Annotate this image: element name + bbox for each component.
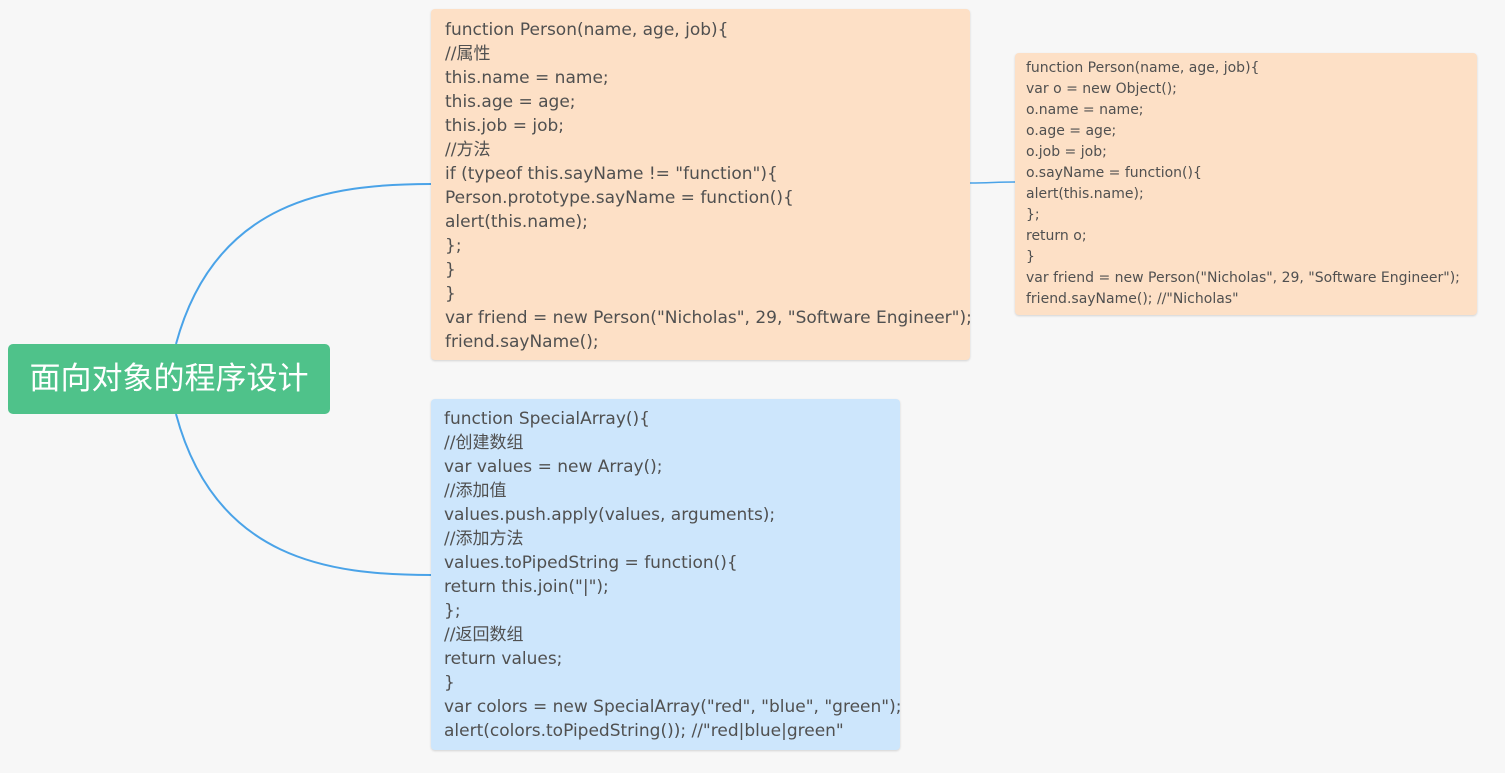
code-node-special-array[interactable]: function SpecialArray(){ //创建数组 var valu… bbox=[431, 399, 900, 750]
root-topic[interactable]: 面向对象的程序设计 bbox=[8, 344, 330, 414]
code-line: var friend = new Person("Nicholas", 29, … bbox=[445, 308, 970, 328]
code-line: //添加方法 bbox=[444, 529, 524, 549]
code-line: } bbox=[444, 673, 455, 693]
code-line: friend.sayName(); bbox=[445, 332, 599, 352]
code-line: return values; bbox=[444, 649, 563, 669]
code-line: alert(this.name); bbox=[1026, 186, 1144, 202]
connector-node-a-to-node-b bbox=[969, 181, 1016, 184]
code-line: this.name = name; bbox=[445, 68, 609, 88]
code-line: var colors = new SpecialArray("red", "bl… bbox=[444, 697, 900, 717]
code-line: function SpecialArray(){ bbox=[444, 409, 650, 429]
code-line: friend.sayName(); //"Nicholas" bbox=[1026, 291, 1239, 307]
code-line: function Person(name, age, job){ bbox=[1026, 60, 1260, 76]
code-line: //返回数组 bbox=[444, 625, 524, 645]
code-line: o.name = name; bbox=[1026, 102, 1144, 118]
code-line: alert(this.name); bbox=[445, 212, 588, 232]
code-line: //创建数组 bbox=[444, 433, 524, 453]
code-line: alert(colors.toPipedString()); //"red|bl… bbox=[444, 721, 844, 741]
code-line: return this.join("|"); bbox=[444, 577, 609, 597]
code-line: this.age = age; bbox=[445, 92, 576, 112]
code-line: o.sayName = function(){ bbox=[1026, 165, 1202, 181]
code-line: }; bbox=[444, 601, 461, 621]
code-node-parasitic-constructor[interactable]: function Person(name, age, job){ var o =… bbox=[1015, 53, 1477, 315]
code-line: var friend = new Person("Nicholas", 29, … bbox=[1026, 270, 1460, 286]
code-line: function Person(name, age, job){ bbox=[445, 20, 729, 40]
code-line: this.job = job; bbox=[445, 116, 565, 136]
code-line: }; bbox=[445, 236, 462, 256]
code-line: var values = new Array(); bbox=[444, 457, 663, 477]
connector-root-to-node-a bbox=[175, 183, 432, 345]
code-line: //方法 bbox=[445, 140, 491, 160]
code-line: o.age = age; bbox=[1026, 123, 1117, 139]
code-line: return o; bbox=[1026, 228, 1087, 244]
code-node-person-prototype[interactable]: function Person(name, age, job){ //属性 th… bbox=[431, 9, 970, 360]
code-line: } bbox=[445, 260, 456, 280]
code-line: } bbox=[445, 284, 456, 304]
root-topic-label: 面向对象的程序设计 bbox=[29, 361, 309, 397]
code-line: if (typeof this.sayName != "function"){ bbox=[445, 164, 778, 184]
code-line: Person.prototype.sayName = function(){ bbox=[445, 188, 794, 208]
code-line: } bbox=[1026, 249, 1035, 265]
connector-root-to-node-c bbox=[175, 413, 432, 576]
code-line: values.push.apply(values, arguments); bbox=[444, 505, 776, 525]
code-line: values.toPipedString = function(){ bbox=[444, 553, 738, 573]
code-line: //添加值 bbox=[444, 481, 507, 501]
code-line: //属性 bbox=[445, 44, 491, 64]
code-line: }; bbox=[1026, 207, 1040, 223]
code-line: var o = new Object(); bbox=[1026, 81, 1177, 97]
code-line: o.job = job; bbox=[1026, 144, 1107, 160]
